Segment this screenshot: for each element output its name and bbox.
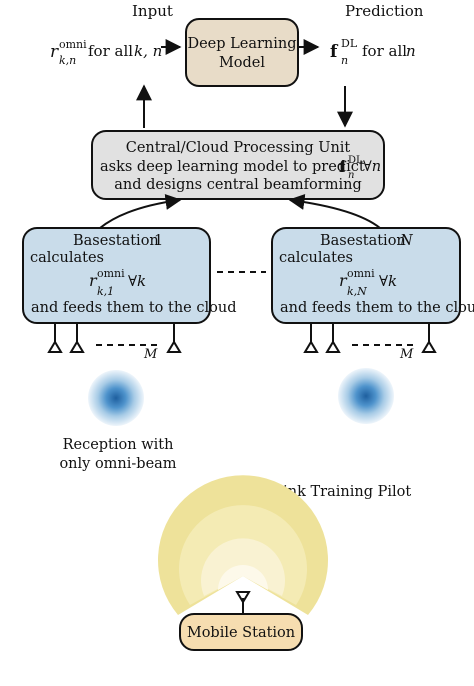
svg-text:r: r: [89, 271, 98, 290]
svg-text:∀n: ∀n: [363, 159, 381, 175]
deep-learning-model-box: [185, 18, 299, 87]
basestation-N-formula: r omni k,N ∀k: [339, 267, 397, 298]
reception-line1: Reception with: [63, 437, 174, 453]
svg-text:Basestation: Basestation: [320, 233, 406, 249]
svg-text:omni: omni: [97, 267, 125, 280]
svg-text:k,n: k,n: [59, 54, 76, 67]
basestation-1-box: [22, 227, 211, 324]
prediction-label: Prediction: [345, 2, 424, 20]
basestation-N-title: Basestation N: [320, 233, 414, 249]
omni-beam-N: [338, 368, 394, 424]
svg-text:asks deep learning model to pr: asks deep learning model to predict: [100, 159, 365, 175]
svg-text:k,N: k,N: [347, 285, 367, 298]
dl-model-line2: Model: [219, 55, 265, 71]
mobile-antenna: [235, 591, 251, 614]
svg-text:for all: for all: [88, 42, 133, 60]
svg-text:k, n: k, n: [134, 42, 162, 60]
cloud-line3: and designs central beamforming: [114, 177, 361, 193]
svg-text:k,1: k,1: [97, 285, 114, 298]
bs1-to-cloud-arrow: [99, 193, 182, 229]
svg-text:Basestation: Basestation: [73, 233, 159, 249]
omni-beam-1: [88, 370, 144, 426]
svg-text:f: f: [330, 42, 339, 62]
svg-text:omni: omni: [59, 38, 87, 51]
basestation-N-antenna-count: M: [399, 347, 414, 362]
bsN-to-cloud-arrow: [288, 193, 381, 229]
svg-text:DL: DL: [341, 37, 358, 50]
basestation-1-feeds: and feeds them to the cloud: [31, 300, 236, 316]
input-expression: r omni k,n for all k, n: [50, 38, 162, 67]
prediction-expression: f DL n for all n: [330, 37, 416, 67]
input-label: Input: [132, 2, 173, 20]
cloud-line2: asks deep learning model to predict f DL…: [100, 155, 381, 181]
basestation-N-antenna-array: [303, 323, 437, 353]
mobile-radiation-pattern: [158, 475, 328, 615]
svg-text:∀k: ∀k: [128, 272, 146, 290]
svg-text:omni: omni: [347, 267, 375, 280]
basestation-1-title: Basestation 1: [73, 233, 163, 249]
cloud-processing-unit-box: [91, 130, 385, 200]
basestation-N-box: [271, 227, 461, 324]
reception-line2: only omni-beam: [59, 456, 176, 472]
basestation-1-antenna-array: [47, 323, 182, 353]
svg-text:for all: for all: [362, 42, 407, 60]
dl-model-line1: Deep Learning: [187, 36, 296, 52]
svg-text:n: n: [341, 54, 348, 67]
basestation-1-antenna-count: M: [143, 347, 158, 362]
svg-text:DL: DL: [348, 155, 363, 166]
svg-text:r: r: [50, 42, 59, 62]
svg-text:1: 1: [154, 233, 163, 249]
mobile-station-box: [179, 613, 303, 651]
cloud-title: Central/Cloud Processing Unit: [126, 140, 351, 156]
svg-text:f: f: [339, 158, 347, 176]
basestation-N-feeds: and feeds them to the cloud: [280, 300, 474, 316]
basestation-1-formula: r omni k,1 ∀k: [89, 267, 146, 298]
svg-text:n: n: [348, 170, 354, 181]
mobile-station-label: Mobile Station: [187, 625, 295, 641]
basestation-1-calc: calculates: [30, 250, 104, 266]
svg-text:r: r: [339, 271, 348, 290]
svg-text:N: N: [399, 233, 414, 249]
basestation-N-calc: calculates: [279, 250, 353, 266]
svg-text:n: n: [406, 42, 416, 60]
svg-text:∀k: ∀k: [379, 272, 397, 290]
